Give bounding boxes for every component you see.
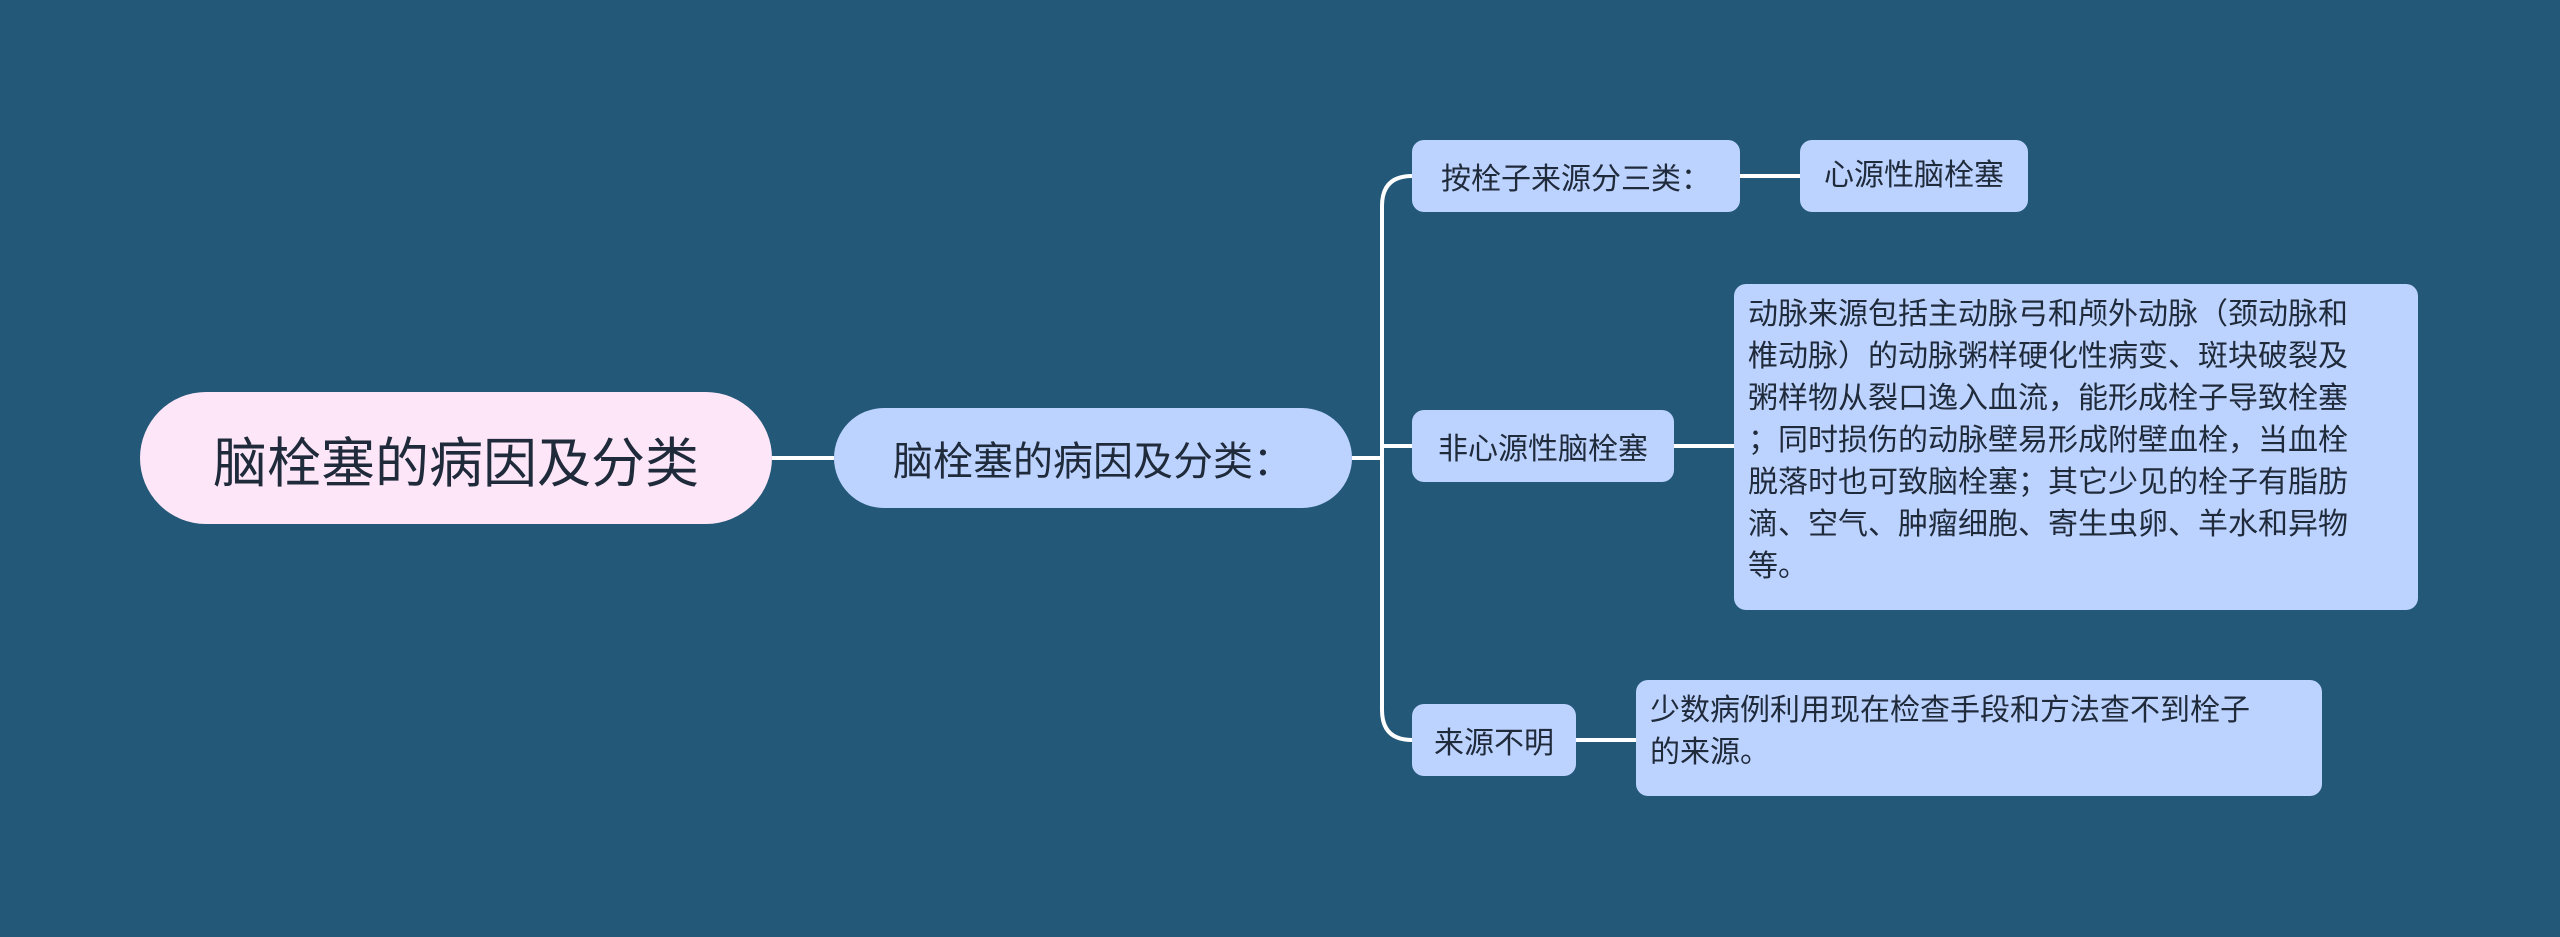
leaf-non-cardiogenic-description[interactable]: 动脉来源包括主动脉弓和颅外动脉（颈动脉和 椎动脉）的动脉粥样硬化性病变、斑块破裂… [1734, 284, 2418, 610]
leaf-cardiogenic-embolism[interactable]: 心源性脑栓塞 [1800, 140, 2028, 212]
branch-unknown-source-connector [1380, 458, 1413, 742]
branch-non-cardiogenic[interactable]: 非心源性脑栓塞 [1412, 410, 1674, 482]
branch-unknown-source[interactable]: 来源不明 [1412, 704, 1576, 776]
main-topic-node[interactable]: 脑栓塞的病因及分类： [834, 408, 1352, 508]
branch-source-classification[interactable]: 按栓子来源分三类： [1412, 140, 1740, 212]
branch-source-classification-connector [1380, 174, 1413, 458]
leaf-unknown-source-description[interactable]: 少数病例利用现在检查手段和方法查不到栓子 的来源。 [1636, 680, 2322, 796]
root-topic-node[interactable]: 脑栓塞的病因及分类 [140, 392, 772, 524]
